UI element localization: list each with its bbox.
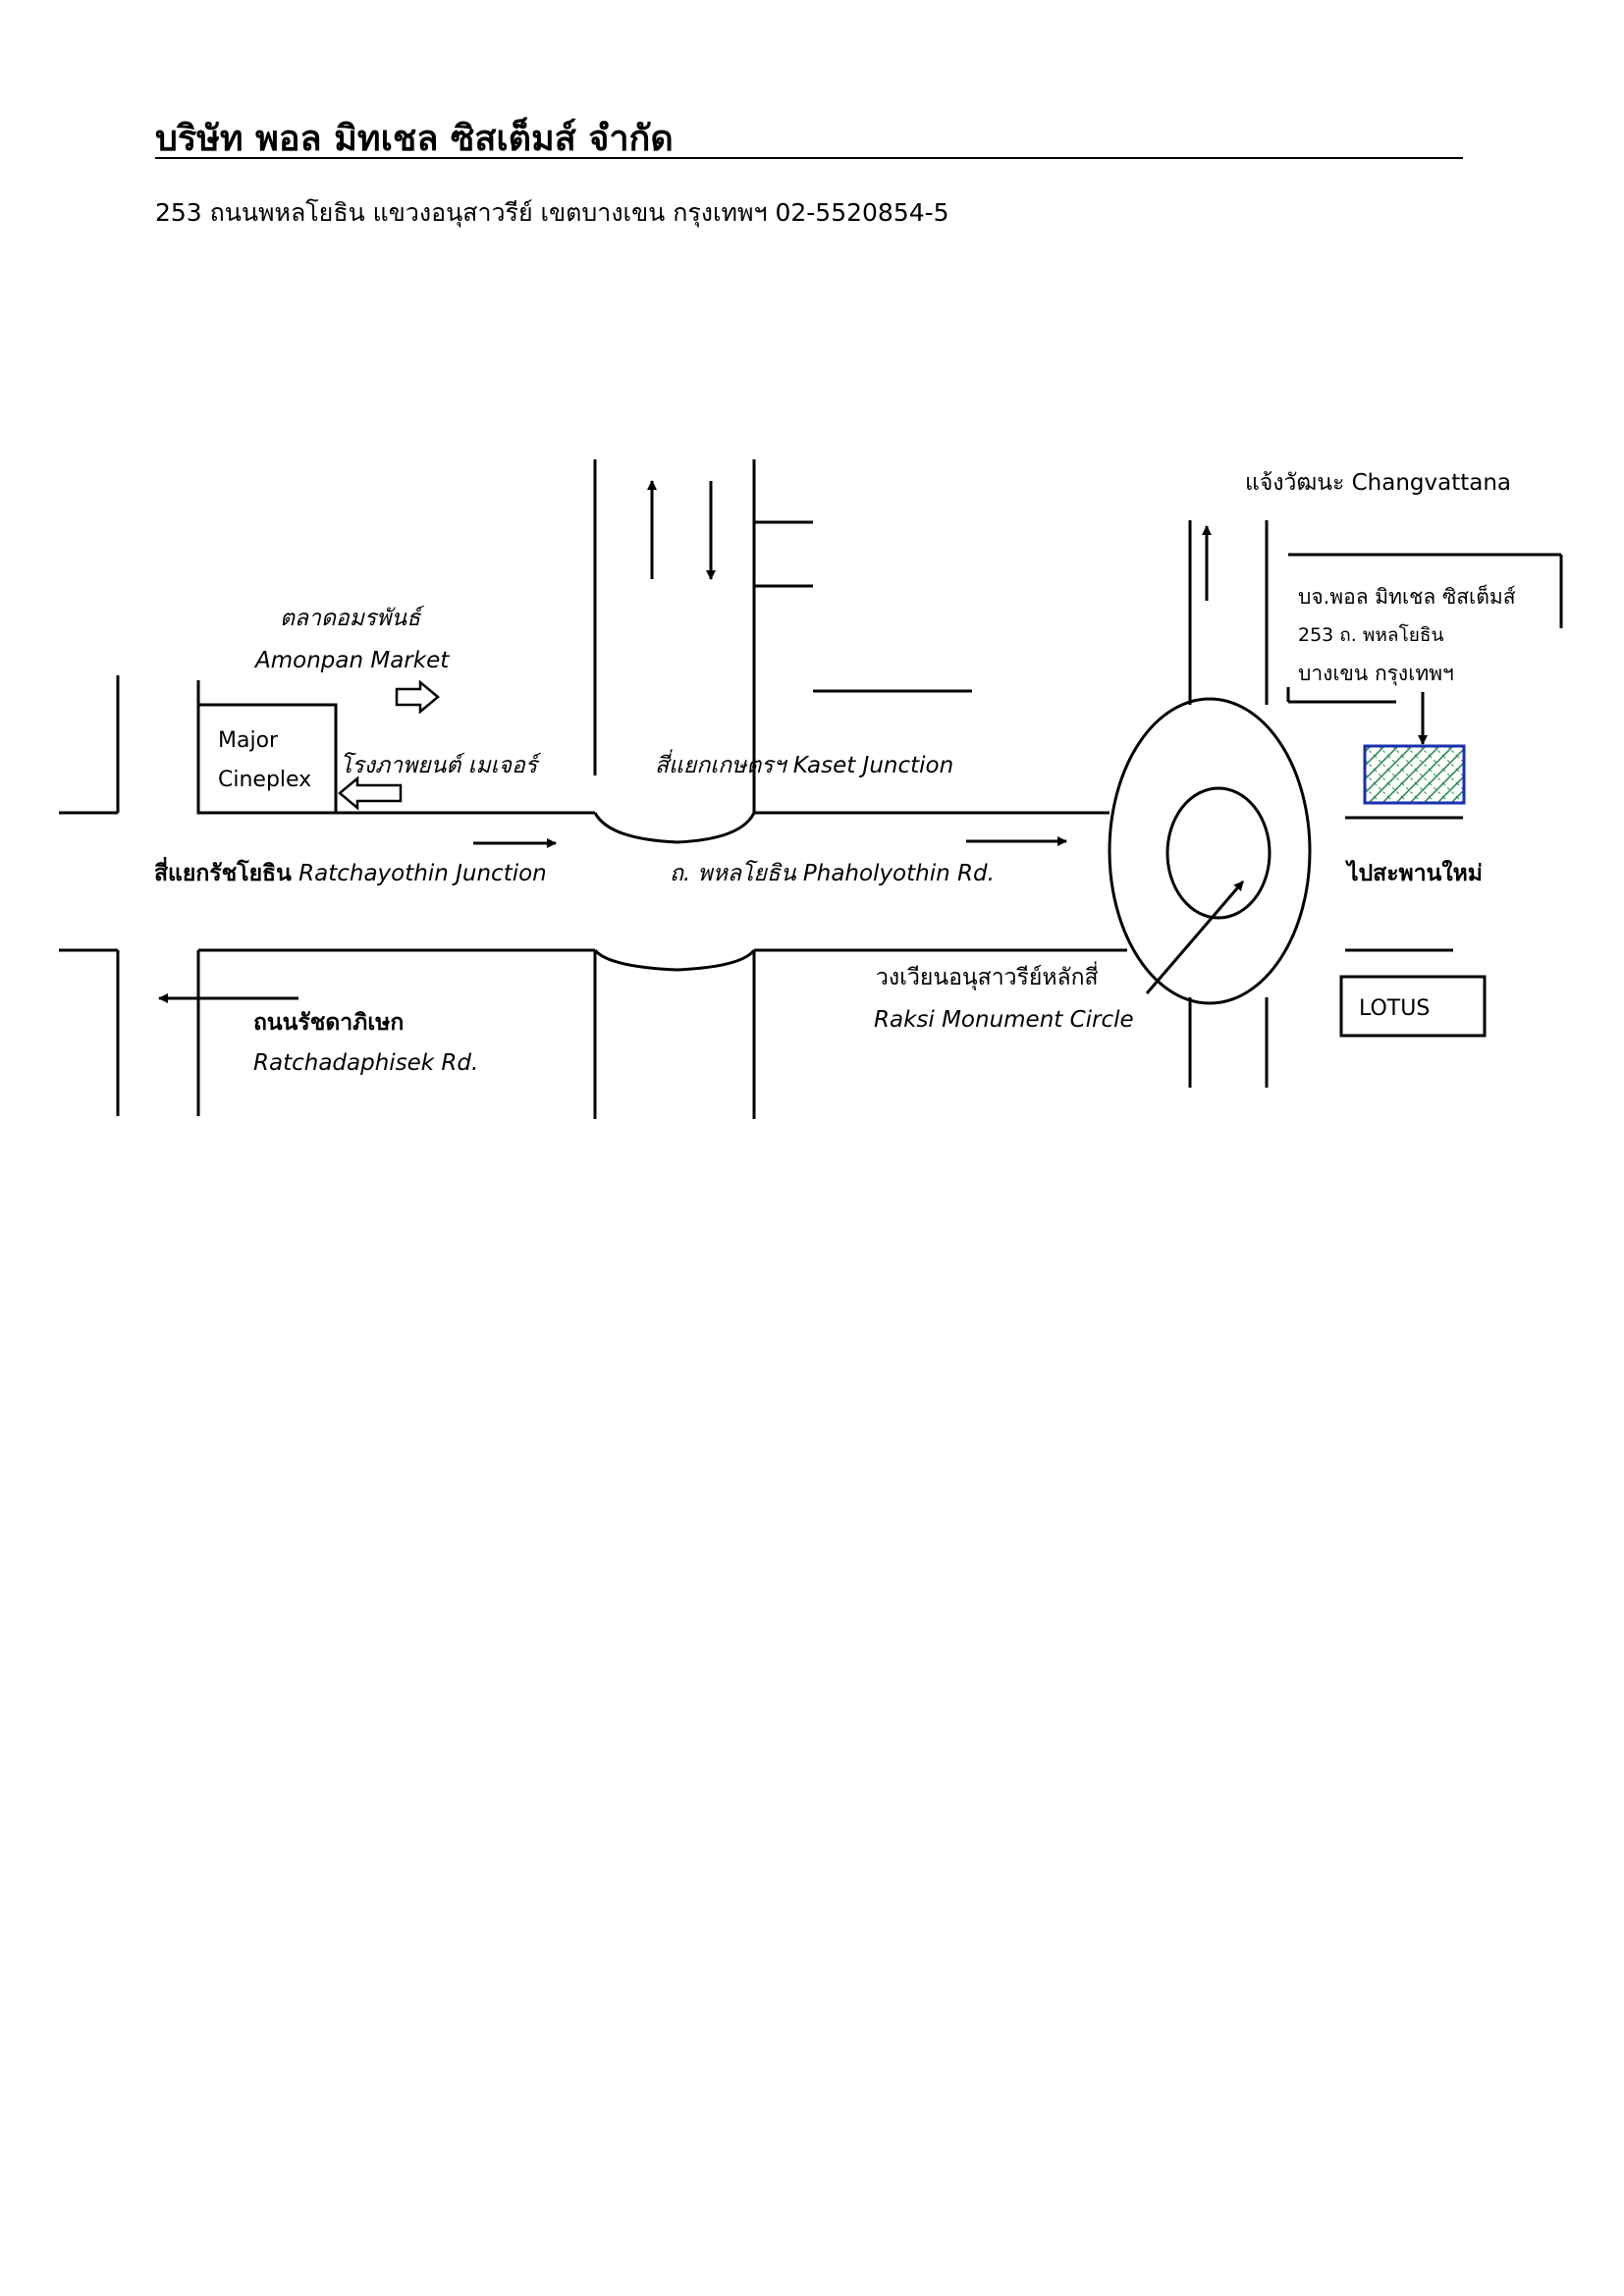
raksi-circle-label-en: Raksi Monument Circle [874, 1007, 1134, 1033]
ratchayothin-label-th: สี่แยกรัชโยธิน [154, 861, 292, 886]
amonpan-market-label-en: Amonpan Market [255, 648, 450, 673]
changvattana-label: แจ้งวัฒนะ Changvattana [1245, 470, 1512, 496]
title-divider [155, 157, 1463, 159]
raksi-circle-label-th: วงเวียนอนุสาวรีย์หลักสี่ [876, 965, 1099, 990]
company-address: 253 ถนนพหลโยธิน แขวงอนุสาวรีย์ เขตบางเขน… [155, 198, 949, 227]
monument-circle-inner [1165, 786, 1272, 920]
saphan-mai-label: ไปสะพานใหม่ [1347, 861, 1483, 886]
road-edge [593, 812, 756, 844]
company-title: บริษัท พอล มิทเชล ซิสเต็มส์ จำกัด [155, 118, 674, 159]
ratchadaphisek-label-en: Ratchadaphisek Rd. [253, 1050, 479, 1076]
lotus-label: LOTUS [1359, 996, 1431, 1021]
office-location-marker [1363, 744, 1466, 805]
company-note-line-2: 253 ถ. พหลโยธิน [1298, 624, 1444, 646]
major-cineplex-label-1: Major [218, 728, 279, 753]
hollow-arrow-right [395, 679, 440, 715]
kaset-junction-label: สี่แยกเกษตรฯ Kaset Junction [655, 753, 954, 778]
lotus-box [1339, 975, 1487, 1038]
major-cineplex-label-2: Cineplex [218, 768, 312, 792]
company-note-line-3: บางเขน กรุงเทพฯ [1298, 662, 1454, 685]
ratchadaphisek-label-th: ถนนรัชดาภิเษก [253, 1010, 405, 1036]
company-note-line-1: บจ.พอล มิทเชล ซิสเต็มส์ [1298, 585, 1516, 609]
monument-circle-outer [1108, 697, 1312, 1005]
amonpan-market-label-th: ตลาดอมรพันธ์ [280, 606, 421, 631]
road-edge [593, 948, 756, 972]
hollow-arrow-left [338, 775, 403, 811]
ratchayothin-label-en: Ratchayothin Junction [298, 861, 547, 886]
arrow-to-monument [1145, 881, 1245, 994]
ratchayothin-junction-label: สี่แยกรัชโยธิน Ratchayothin Junction [154, 856, 547, 891]
phaholyothin-road-label: ถ. พหลโยธิน Phaholyothin Rd. [670, 861, 995, 886]
major-cineplex-box [196, 703, 338, 815]
major-cinema-label-th: โรงภาพยนต์ เมเจอร์ [340, 753, 538, 778]
